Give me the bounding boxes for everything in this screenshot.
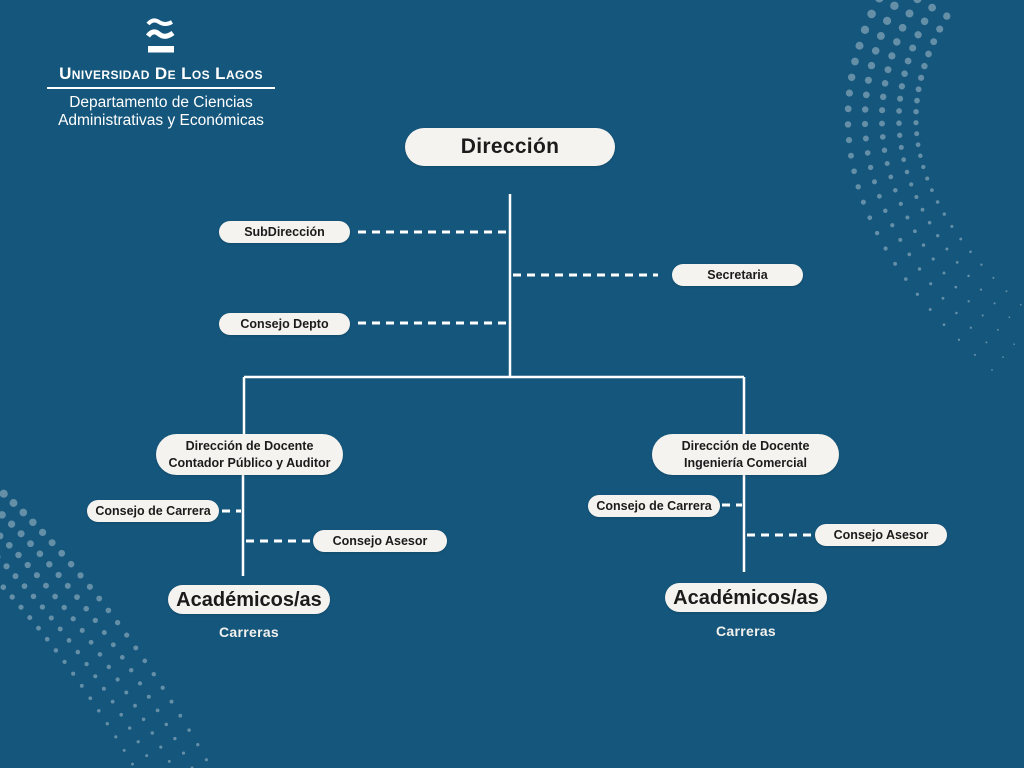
department-name: Departamento de Ciencias Administrativas…	[58, 94, 264, 129]
node-consejo-carrera-right: Consejo de Carrera	[588, 495, 720, 517]
wave-logo-icon	[145, 18, 175, 53]
node-consejo-asesor-left: Consejo Asesor	[313, 530, 447, 552]
label-carreras-right: Carreras	[716, 623, 776, 639]
node-direccion-docente-contador: Dirección de Docente Contador Público y …	[156, 434, 343, 475]
solid-connectors	[241, 194, 746, 576]
node-title-line1: Dirección de Docente	[185, 439, 314, 454]
logo-divider	[47, 87, 275, 89]
node-academicos-right: Académicos/as	[665, 583, 827, 612]
university-logo: Universidad De Los Lagos Departamento de…	[36, 16, 286, 130]
label-carreras-left: Carreras	[219, 624, 279, 640]
node-direccion: Dirección	[405, 128, 615, 166]
node-title-line2: Contador Público y Auditor	[168, 455, 331, 470]
node-title-line2: Ingeniería Comercial	[684, 455, 807, 470]
corner-dots-bottom-left	[0, 489, 208, 768]
node-secretaria: Secretaria	[672, 264, 803, 286]
node-consejo-carrera-left: Consejo de Carrera	[87, 500, 219, 522]
node-consejo-depto: Consejo Depto	[219, 313, 350, 335]
node-academicos-left: Académicos/as	[168, 585, 330, 614]
node-title-line1: Dirección de Docente	[681, 439, 810, 454]
node-subdireccion: SubDirección	[219, 221, 350, 243]
corner-dots-top-right	[844, 0, 1022, 371]
university-name: Universidad De Los Lagos	[59, 64, 263, 83]
node-consejo-asesor-right: Consejo Asesor	[815, 524, 947, 546]
node-direccion-docente-ingenieria: Dirección de Docente Ingeniería Comercia…	[652, 434, 839, 475]
